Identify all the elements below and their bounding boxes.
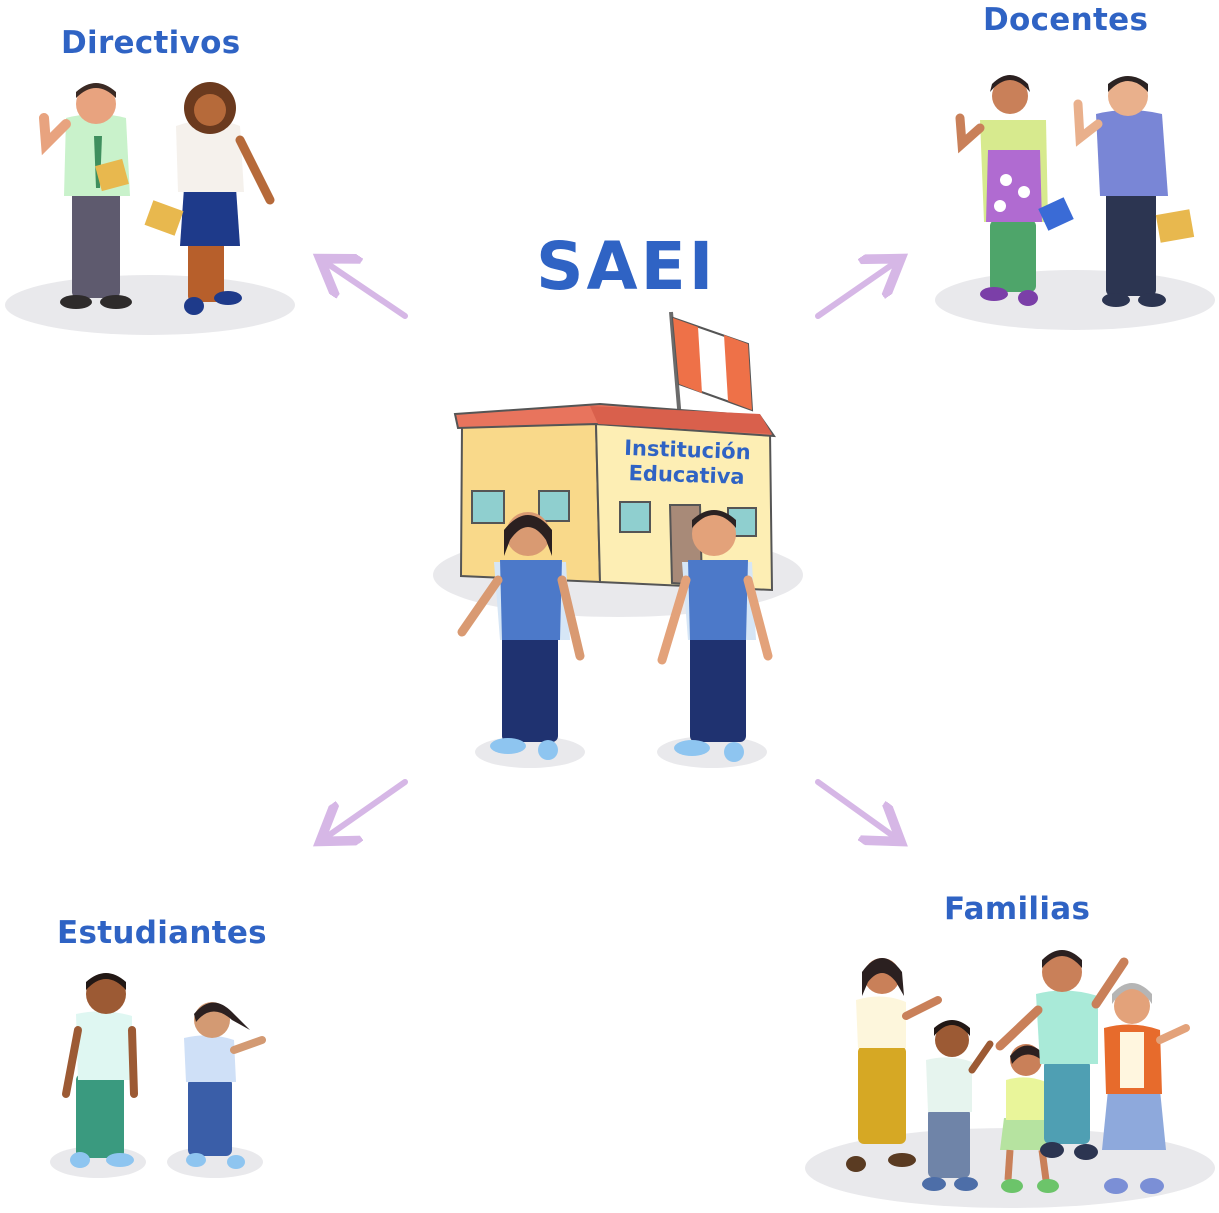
- group-label-docentes: Docentes: [983, 2, 1149, 38]
- teacher-woman: [955, 75, 1074, 306]
- family-girl: [1000, 1044, 1060, 1193]
- family-mother: [846, 958, 942, 1172]
- familias-illustration: [846, 950, 1190, 1194]
- group-label-directivos: Directivos: [61, 25, 241, 61]
- estudiantes-illustration: [62, 973, 266, 1169]
- staff-man: [657, 510, 773, 762]
- saei-staff-illustration: [457, 510, 773, 762]
- directivos-illustration: [39, 82, 275, 315]
- director-woman: [144, 82, 275, 315]
- family-boy: [922, 1020, 994, 1191]
- family-father: [995, 950, 1129, 1160]
- arrow-to-docentes: [815, 262, 896, 319]
- diagram-title: SAEI: [536, 228, 717, 305]
- school-sign: Institución Educativa: [611, 435, 763, 490]
- docentes-illustration: [955, 75, 1195, 307]
- staff-woman: [457, 512, 585, 760]
- group-label-familias: Familias: [944, 891, 1091, 927]
- arrows: [325, 262, 896, 838]
- student-boy: [62, 973, 138, 1168]
- arrow-to-estudiantes: [325, 779, 408, 838]
- teacher-man: [1073, 76, 1195, 307]
- school-sign-line2: Educativa: [628, 460, 745, 490]
- director-man: [39, 83, 132, 309]
- arrow-to-familias: [815, 779, 896, 838]
- family-grandmother: [1102, 983, 1190, 1194]
- student-girl: [184, 1002, 266, 1169]
- group-label-estudiantes: Estudiantes: [57, 915, 267, 951]
- arrow-to-directivos: [325, 262, 408, 319]
